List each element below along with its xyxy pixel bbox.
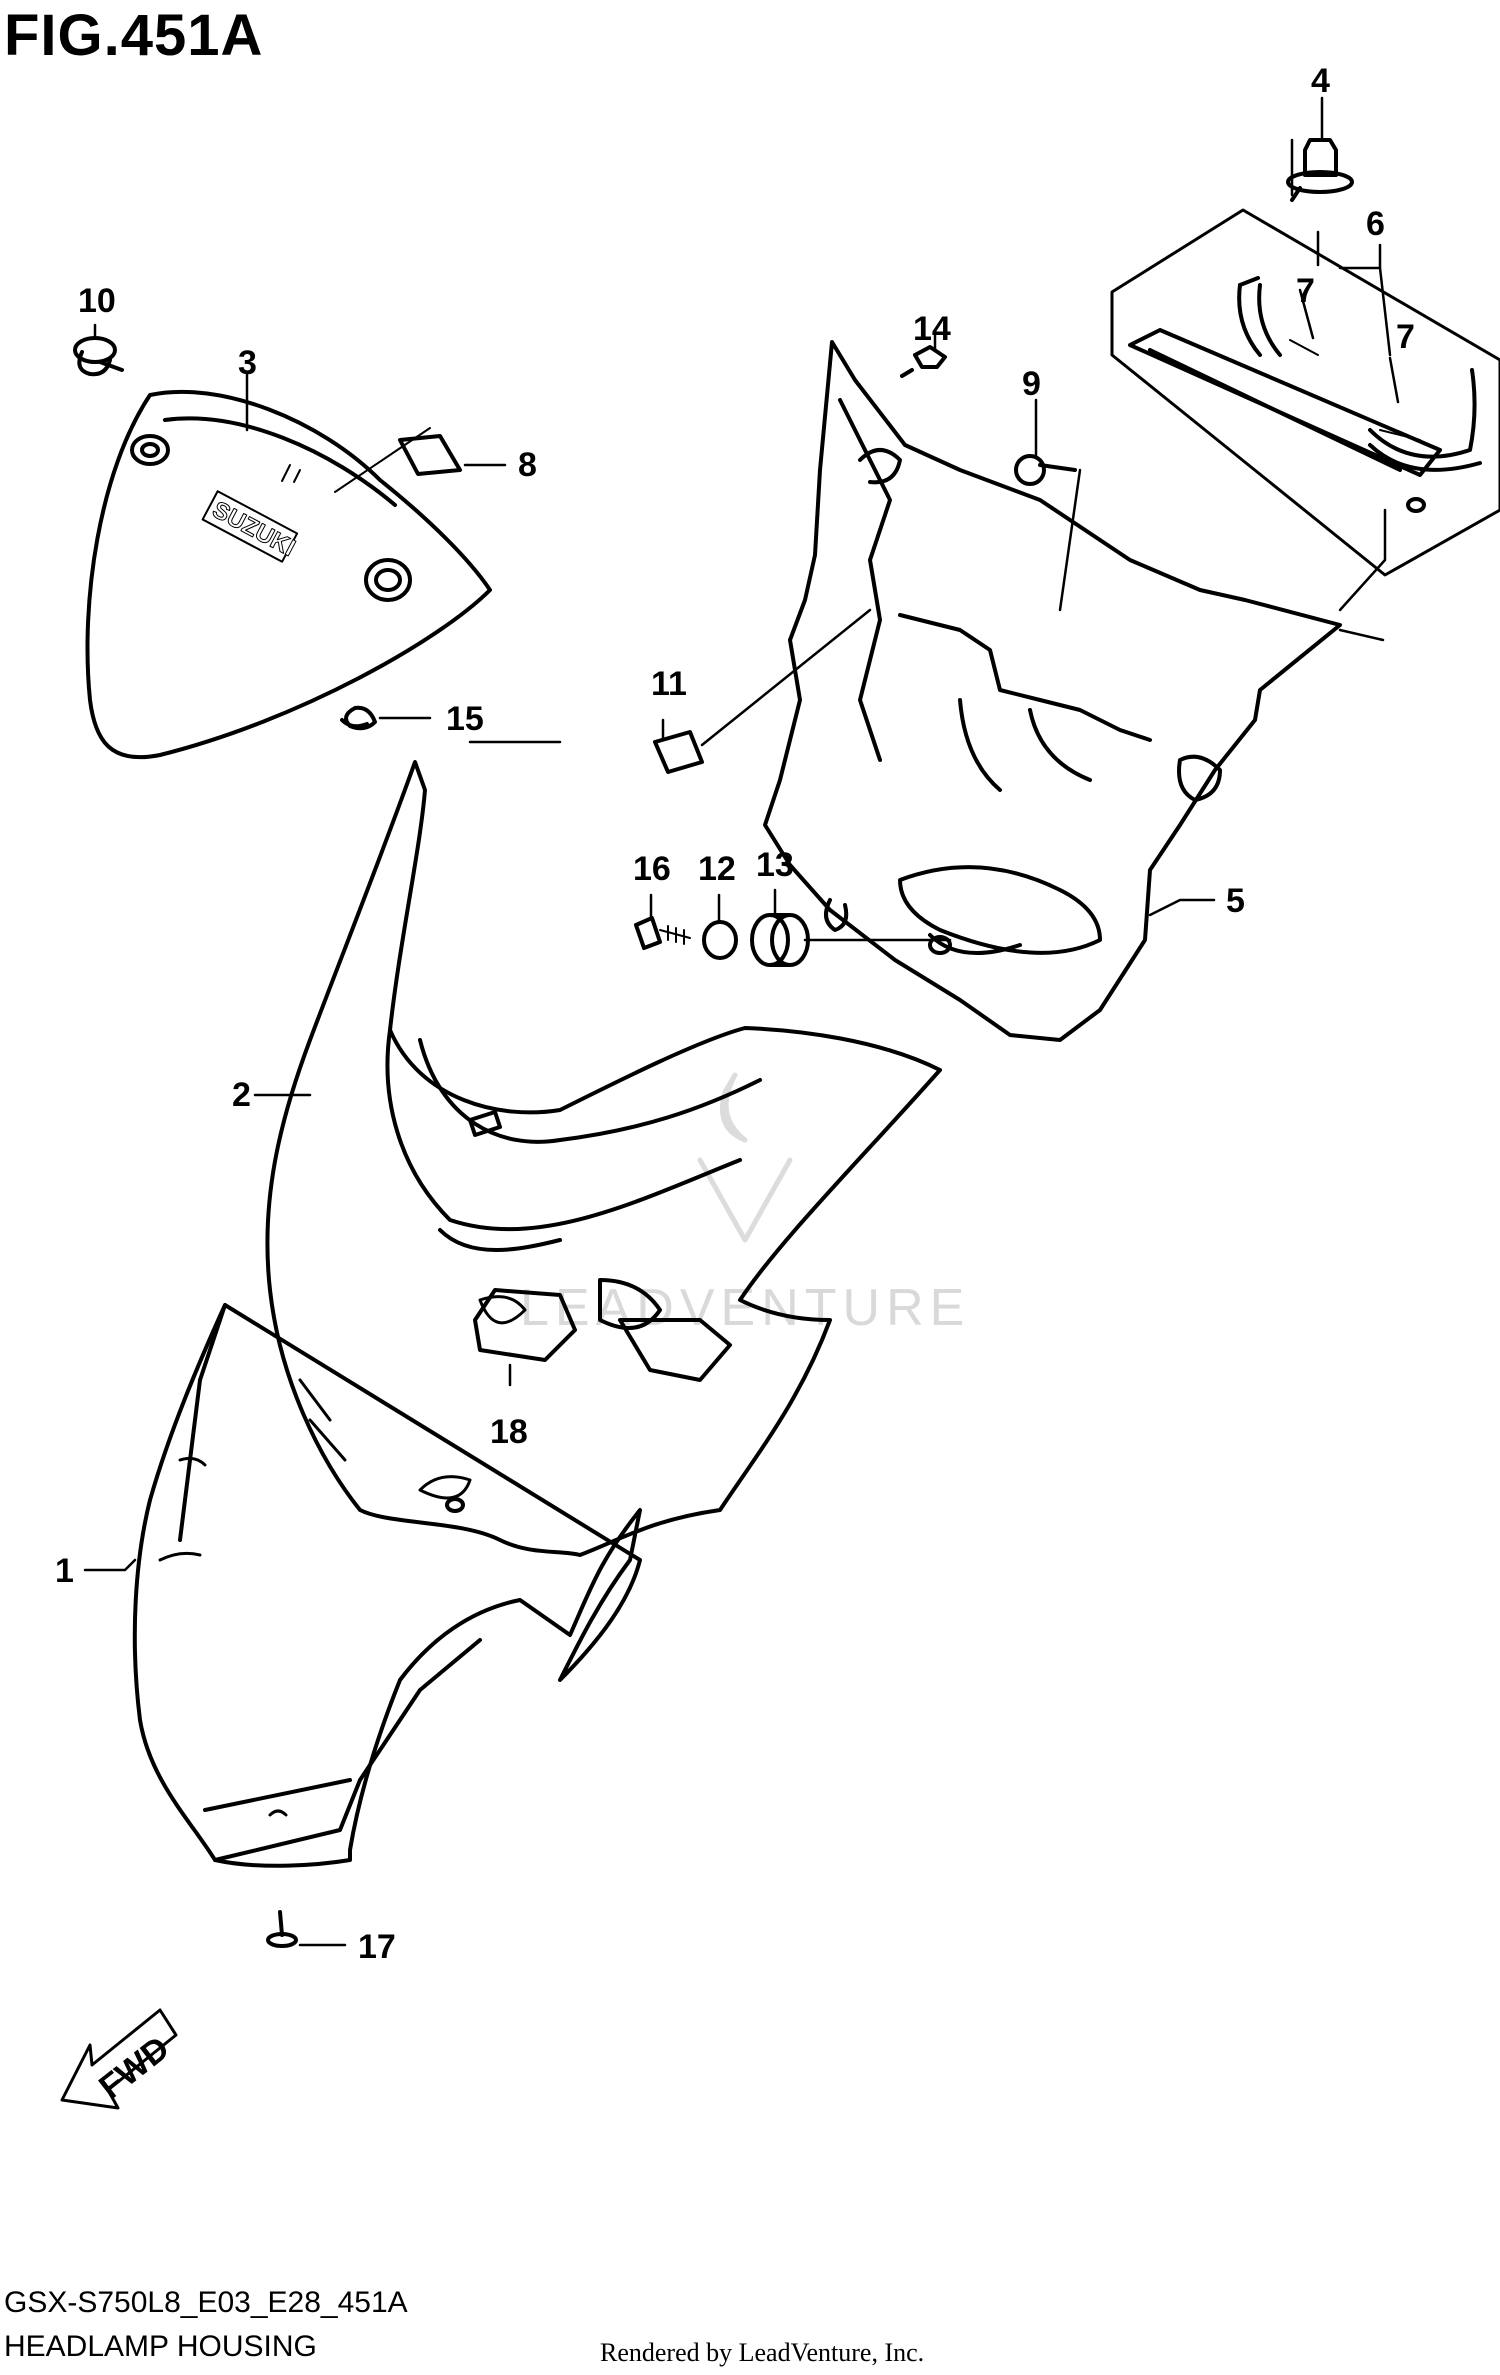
lower-cowl-part-2: [265, 760, 942, 1557]
callout-10: 10: [78, 282, 116, 320]
fwd-direction-arrow: [60, 2008, 178, 2110]
callout-11: 11: [651, 665, 687, 703]
callout-16: 16: [633, 850, 671, 888]
pad-part-8: [398, 434, 462, 476]
fwd-label: FWD: [92, 2029, 176, 2107]
brace-assembly-part-6: [1110, 208, 1500, 577]
upper-cowl-part-3: SUZUKI: [85, 389, 492, 760]
callout-9: 9: [1022, 365, 1041, 403]
bolt-part-9: [1014, 454, 1077, 486]
callout-1: 1: [55, 1552, 74, 1590]
headlamp-bracket-part-5: [763, 340, 1342, 1042]
callout-7b: 7: [1396, 318, 1415, 356]
screw-part-17: [266, 1910, 298, 1948]
figure-caption: HEADLAMP HOUSING: [4, 2330, 317, 2363]
nut-part-11: [653, 730, 704, 774]
callout-15: 15: [446, 700, 484, 738]
clip-part-15: [340, 705, 377, 731]
callout-6: 6: [1366, 205, 1385, 243]
leader-lines: [83, 96, 1400, 1947]
callout-12: 12: [698, 850, 736, 888]
bolt-part-16: [634, 916, 691, 950]
washer-part-12: [702, 920, 738, 960]
callout-14: 14: [913, 310, 951, 348]
grommet-part-13: [750, 913, 810, 967]
callout-labels: 4 6 7 7 5 14 9 11 16 12 13 10 3 8 15 2 1…: [55, 62, 1415, 1966]
under-cowl-part-1: [132, 1303, 642, 1868]
callout-18: 18: [490, 1413, 528, 1451]
screw-part-10: [73, 336, 124, 377]
callout-7a: 7: [1296, 272, 1315, 310]
callout-2: 2: [232, 1076, 251, 1114]
rendered-by-credit: Rendered by LeadVenture, Inc.: [600, 2338, 925, 2367]
clip-part-14: [900, 345, 947, 378]
figure-code: GSX-S750L8_E03_E28_451A: [4, 2286, 408, 2319]
callout-5: 5: [1226, 882, 1245, 920]
callout-17: 17: [358, 1928, 396, 1966]
patch-part-18: [473, 1288, 577, 1362]
callout-13: 13: [756, 846, 794, 884]
watermark-text: LEADVENTURE: [520, 1279, 970, 1337]
callout-4: 4: [1311, 62, 1330, 100]
rivet-part-4: [1286, 138, 1354, 202]
figure-title: FIG.451A: [4, 3, 264, 68]
callout-3: 3: [238, 344, 257, 382]
callout-8: 8: [518, 446, 537, 484]
